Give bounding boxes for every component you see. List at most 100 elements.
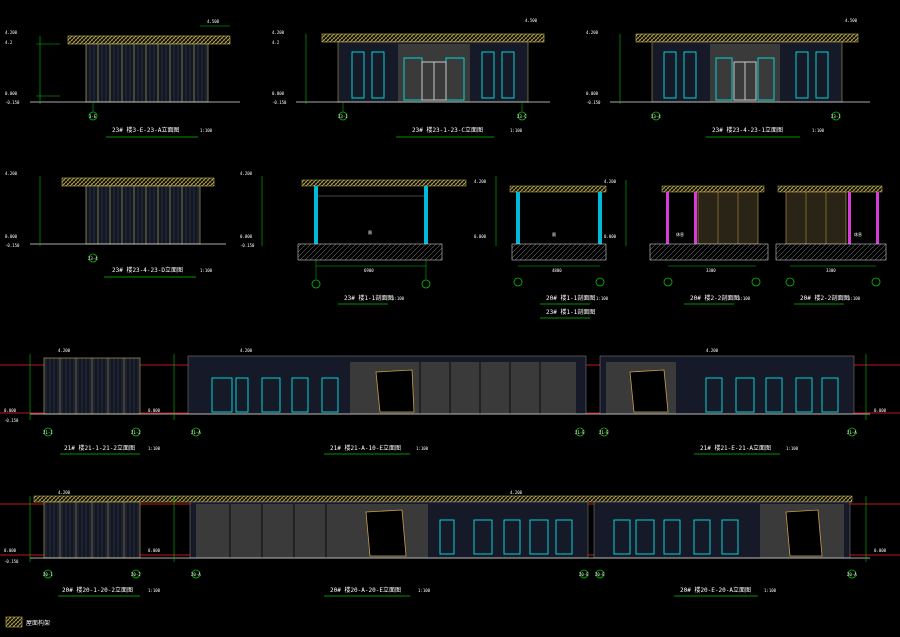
level-label: 0.000 bbox=[272, 91, 285, 96]
elevation-row1-b: 23-1 23-C 4.200 4.2 0.000 -0.150 4.500 2… bbox=[272, 18, 550, 138]
axis-label: 23-1 bbox=[831, 114, 841, 119]
dim-label: 4.500 bbox=[525, 18, 538, 23]
level-label: 4.200 bbox=[586, 30, 599, 35]
level-label: 4.200 bbox=[5, 30, 18, 35]
view-scale: 1:100 bbox=[786, 446, 799, 451]
level-label: 4.200 bbox=[272, 30, 285, 35]
view-title: 20# 楼20-A-20-E立面图 bbox=[330, 586, 401, 594]
level-label: -0.150 bbox=[5, 243, 20, 248]
view-scale: 1:100 bbox=[392, 296, 405, 301]
view-title: 23# 楼23-4-23-1立面图 bbox=[712, 126, 783, 134]
axis-label: 23-4 bbox=[88, 256, 98, 261]
elevation-row1-c: 23-4 23-1 4.200 0.000 -0.150 4.500 23# 楼… bbox=[586, 18, 870, 138]
legend: 屋面构架 bbox=[5, 616, 50, 628]
room-label: 厕 bbox=[552, 231, 556, 237]
axis-label: 21-1 bbox=[43, 430, 53, 435]
axis-label: 23-C bbox=[517, 114, 527, 119]
section-row2-d: 休息 3300 4.200 0.000 20# 楼2-2剖面图 1:100 bbox=[604, 179, 769, 305]
legend-label: 屋面构架 bbox=[26, 619, 50, 627]
level-label: 0.000 bbox=[586, 91, 599, 96]
level-label: 4.200 bbox=[240, 348, 253, 353]
level-label: 0.000 bbox=[874, 548, 887, 553]
section-row2-e: 休息 3300 20# 楼2-2剖面图 1:100 bbox=[775, 185, 887, 305]
level-label: 4.200 bbox=[474, 179, 487, 184]
view-title: 21# 楼21-1-21-2立面图 bbox=[64, 444, 135, 452]
axis-label: 21-A bbox=[847, 430, 857, 435]
view-title: 23# 楼23-4-23-D立面图 bbox=[112, 266, 183, 274]
axis-label: 21-A bbox=[191, 430, 201, 435]
level-label: 0.000 bbox=[4, 408, 17, 413]
elevation-row2-a: 23-4 4.200 0.000 -0.150 23# 楼23-4-23-D立面… bbox=[5, 171, 226, 278]
level-label: 0.000 bbox=[5, 234, 18, 239]
view-scale: 1:100 bbox=[596, 296, 609, 301]
level-label: 0.000 bbox=[874, 408, 887, 413]
view-title: 20# 楼1-1剖面图 bbox=[546, 294, 595, 302]
view-scale: 1:100 bbox=[148, 588, 161, 593]
elevation-row4: 20-1 20-2 20-A 20-E 20-E 20-A 4.200 4.20… bbox=[0, 490, 900, 597]
view-title: 21# 楼21-E-21-A立面图 bbox=[700, 444, 771, 452]
view-title: 20# 楼2-2剖面图 bbox=[800, 294, 849, 302]
view-scale: 1:100 bbox=[200, 268, 213, 273]
level-label: 4.2 bbox=[272, 40, 280, 45]
level-label: 4.2 bbox=[5, 40, 13, 45]
level-label: 4.200 bbox=[240, 171, 253, 176]
level-label: 0.000 bbox=[4, 548, 17, 553]
level-label: -0.150 bbox=[586, 100, 601, 105]
axis-label: 21-E bbox=[599, 430, 609, 435]
view-scale: 1:100 bbox=[812, 128, 825, 133]
view-scale: 1:100 bbox=[416, 446, 429, 451]
level-label: 4.200 bbox=[510, 490, 523, 495]
level-label: 0.000 bbox=[240, 234, 253, 239]
view-scale: 1:100 bbox=[200, 128, 213, 133]
view-scale: 1:100 bbox=[738, 296, 751, 301]
view-title: 20# 楼2-2剖面图 bbox=[690, 294, 739, 302]
axis-label: 20-A bbox=[847, 572, 857, 577]
level-label: 4.200 bbox=[58, 490, 71, 495]
axis-label: 20-E bbox=[579, 572, 589, 577]
view-scale: 1:100 bbox=[848, 296, 861, 301]
level-label: 0.000 bbox=[604, 234, 617, 239]
view-scale: 1:100 bbox=[764, 588, 777, 593]
axis-label: 21-2 bbox=[131, 430, 141, 435]
axis-label: 20-2 bbox=[131, 572, 141, 577]
view-title: 21# 楼21-A-10-E立面图 bbox=[330, 444, 401, 452]
room-label: 厕 bbox=[368, 229, 372, 235]
axis-label: 3-E bbox=[89, 114, 97, 119]
axis-label: 23-1 bbox=[338, 114, 348, 119]
level-label: 0.000 bbox=[5, 91, 18, 96]
level-label: 4.200 bbox=[58, 348, 71, 353]
level-label: 4.200 bbox=[604, 179, 617, 184]
axis-label: 23-4 bbox=[651, 114, 661, 119]
view-scale: 1:100 bbox=[510, 128, 523, 133]
level-label: 4.200 bbox=[5, 171, 18, 176]
level-label: 0.000 bbox=[474, 234, 487, 239]
view-title: 23# 楼23-1-23-C立面图 bbox=[412, 126, 483, 134]
axis-label: 20-A bbox=[191, 572, 201, 577]
elevation-row3: 21-1 21-2 21-A 21-E 21-E 21-A 4.200 4.20… bbox=[0, 348, 900, 455]
view-title: 23# 楼1-1剖面图 bbox=[344, 294, 393, 302]
room-label: 休息 bbox=[676, 231, 684, 237]
view-title-secondary: 23# 楼1-1剖面图 bbox=[546, 308, 595, 316]
view-title: 23# 楼3-E-23-A立面图 bbox=[112, 126, 179, 134]
dim-label: 3300 bbox=[706, 268, 716, 273]
level-label: -0.150 bbox=[240, 243, 255, 248]
level-label: 0.000 bbox=[148, 408, 161, 413]
view-scale: 1:100 bbox=[148, 446, 161, 451]
elevation-row1-a: 3-E 4.200 4.2 0.000 -0.150 4.500 23# 楼3-… bbox=[5, 19, 240, 138]
dim-label: 6900 bbox=[364, 268, 374, 273]
dim-label: 4.500 bbox=[207, 19, 220, 24]
axis-label: 21-E bbox=[575, 430, 585, 435]
level-label: -0.150 bbox=[4, 418, 19, 423]
level-label: -0.150 bbox=[272, 100, 287, 105]
dim-label: 4.500 bbox=[845, 18, 858, 23]
level-label: -0.150 bbox=[5, 100, 20, 105]
dim-label: 4800 bbox=[552, 268, 562, 273]
legend-swatch bbox=[5, 616, 23, 628]
section-row2-b: 厕 6900 23# 楼1-1剖面图 1:100 bbox=[297, 179, 467, 305]
axis-label: 20-E bbox=[595, 572, 605, 577]
axis-label: 20-1 bbox=[43, 572, 53, 577]
level-label: 0.000 bbox=[148, 548, 161, 553]
view-scale: 1:100 bbox=[418, 588, 431, 593]
dim-label: 3300 bbox=[826, 268, 836, 273]
